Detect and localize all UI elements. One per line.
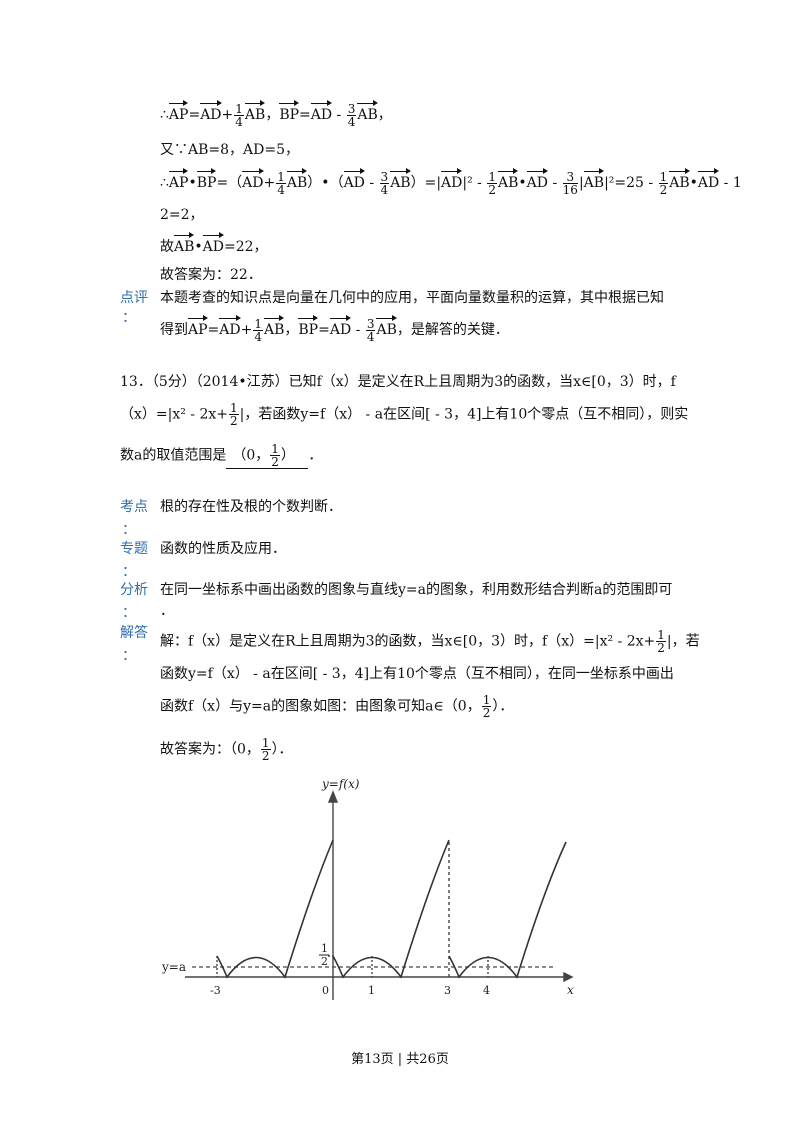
vector-ad: AD: [526, 168, 549, 193]
vector-ab: AB: [357, 100, 379, 125]
jieda-label: 解答: [120, 625, 148, 641]
jieda-line2: 函数y=f（x） - a在区间[ - 3，4]上有10个零点（互不相同），在同一…: [160, 666, 674, 682]
fenxi-end: ．: [160, 603, 174, 619]
fenxi-label: 分析: [120, 582, 148, 598]
vector-ab: AB: [583, 168, 605, 193]
vector-bp: BP: [298, 315, 318, 340]
vector-ab: AB: [244, 100, 266, 125]
vector-ad: AD: [242, 168, 264, 193]
sol12-line5: 故AB•AD=22，: [160, 232, 268, 257]
vector-bp: BP: [196, 168, 216, 193]
sol12-line4: 2=2，: [160, 207, 204, 223]
tick-label: 1: [368, 984, 375, 997]
vector-ab: AB: [376, 315, 398, 340]
vector-ab: AB: [286, 168, 308, 193]
curve-f-of-x: [216, 839, 567, 979]
vector-ad: AD: [310, 100, 333, 125]
y-axis-label: y=f(x): [321, 777, 360, 791]
kaodian-label: 考点: [120, 499, 148, 515]
vector-ad: AD: [200, 100, 222, 125]
page-footer: 第13页 | 共26页: [351, 1052, 449, 1067]
vector-bp: BP: [279, 100, 299, 125]
vector-ab: AB: [669, 168, 691, 193]
function-graph: y=f(x) x y=a 1 2 -3 0 1 3 4: [161, 777, 574, 1000]
tick-label: -3: [210, 984, 221, 997]
tick-label: 3: [444, 984, 451, 997]
vector-ad: AD: [219, 315, 241, 340]
x-axis-label: x: [567, 983, 574, 997]
vector-ad: AD: [441, 168, 463, 193]
y-axis-arrow-icon: [327, 790, 339, 803]
vector-ad: AD: [343, 168, 366, 193]
vector-ab: AB: [263, 315, 285, 340]
kaodian-text: 根的存在性及根的个数判断．: [160, 499, 342, 515]
jieda-colon: ：: [122, 648, 136, 664]
zhuanti-label: 专题: [120, 541, 148, 557]
kaodian-colon: ：: [122, 522, 136, 538]
comment-line1: 本题考查的知识点是向量在几何中的应用，平面向量数量积的运算，其中根据已知: [160, 290, 664, 306]
vector-ad: AD: [329, 315, 352, 340]
tick-label: 4: [483, 984, 490, 997]
half-label-numerator: 1: [321, 942, 328, 955]
sol12-line2: 又∵AB=8，AD=5，: [160, 142, 300, 158]
fenxi-colon: ：: [122, 605, 136, 621]
vector-ab: AB: [498, 168, 519, 193]
fenxi-text: 在同一坐标系中画出函数的图象与直线y=a的图象，利用数形结合判断a的范围即可: [160, 582, 673, 598]
vector-ap: AP: [168, 100, 188, 125]
zhuanti-text: 函数的性质及应用．: [160, 541, 286, 557]
jieda-line1: 解：f（x）是定义在R上且周期为3的函数，当x∈[0，3）时，f（x）=|x² …: [160, 628, 700, 655]
vector-ap: AP: [188, 315, 208, 340]
vector-ad: AD: [697, 168, 720, 193]
vector-ap: AP: [168, 168, 188, 193]
vector-ad: AD: [202, 232, 225, 257]
tick-label: 0: [322, 984, 329, 997]
line-label: y=a: [161, 960, 186, 974]
comment-colon: ：: [122, 310, 136, 326]
comment-label: 点评: [120, 290, 148, 306]
vector-ab: AB: [174, 232, 195, 257]
zhuanti-colon: ：: [122, 564, 136, 580]
q13-line1: 13．（5分）（2014•江苏）已知f（x）是定义在R上且周期为3的函数，当x∈…: [120, 374, 676, 390]
sol12-answer: 故答案为：22．: [160, 267, 262, 283]
half-label-denominator: 2: [321, 955, 328, 968]
vector-ab: AB: [390, 168, 412, 193]
x-axis-arrow-icon: [563, 971, 574, 983]
